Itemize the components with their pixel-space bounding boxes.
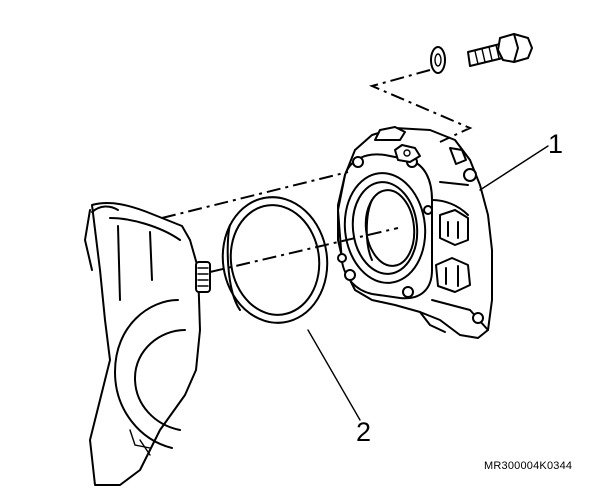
bolt-and-washer-drawing [430,33,533,74]
figure-code: MR300004K0344 [484,460,573,472]
extension-housing-drawing [337,126,493,339]
seal-ring-drawing [221,196,329,324]
transmission-case-drawing [84,202,211,486]
callout-label-1: 1 [548,129,564,159]
alignment-lines [161,69,473,273]
callout-label-2: 2 [356,417,372,447]
leader-lines [307,145,549,421]
